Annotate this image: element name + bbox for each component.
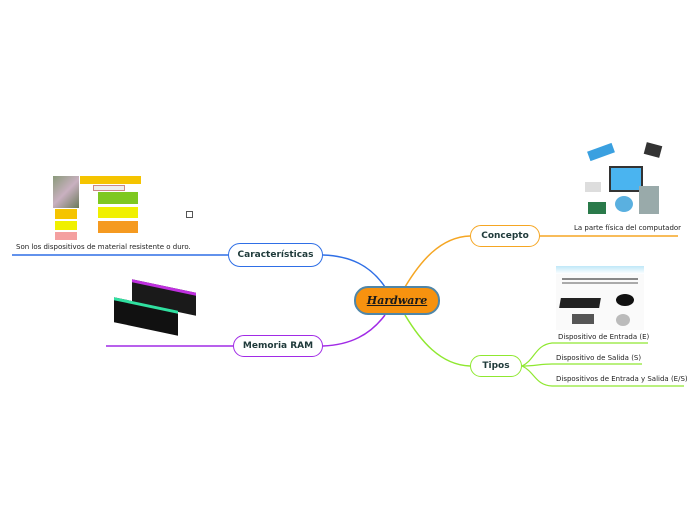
external-link-icon[interactable] (186, 211, 193, 218)
node-memoria-ram[interactable]: Memoria RAM (233, 335, 323, 357)
label-caracteristicas-desc: Son los dispositivos de material resiste… (16, 243, 191, 251)
node-tipos[interactable]: Tipos (470, 355, 522, 377)
computer-components-illustration (585, 142, 665, 218)
link-tipos-e (521, 342, 648, 367)
link-tipos-s (521, 363, 642, 367)
node-concepto[interactable]: Concepto (470, 225, 540, 247)
link-concepto (404, 235, 471, 288)
label-tipo-salida[interactable]: Dispositivo de Salida (S) (556, 354, 642, 362)
hardware-characteristics-infographic (53, 176, 141, 240)
input-devices-image (556, 266, 644, 330)
label-concepto-desc: La parte física del computador (574, 224, 682, 232)
node-caracteristicas[interactable]: Características (228, 243, 323, 267)
ram-modules-photo (114, 279, 198, 338)
label-tipo-entrada-salida[interactable]: Dispositivos de Entrada y Salida (E/S) (556, 375, 688, 383)
root-node-hardware[interactable]: Hardware (354, 286, 440, 315)
link-tipos (404, 314, 471, 367)
link-memoria (322, 314, 386, 347)
link-tipos-es (521, 365, 684, 387)
label-tipo-entrada[interactable]: Dispositivo de Entrada (E) (558, 333, 650, 341)
link-caracteristicas (322, 254, 386, 288)
